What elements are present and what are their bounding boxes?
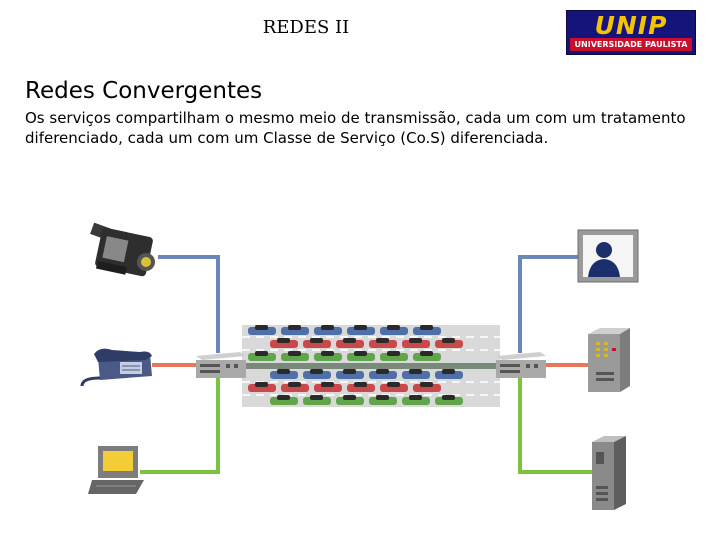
- car-blue: [369, 369, 397, 379]
- logo-subtitle: UNIVERSIDADE PAULISTA: [570, 38, 692, 51]
- slide-title: Redes Convergentes: [25, 78, 263, 104]
- car-red: [336, 338, 364, 348]
- car-red: [369, 338, 397, 348]
- router-icon: [196, 352, 246, 378]
- mainframe-icon: [592, 436, 626, 510]
- car-green: [270, 395, 298, 405]
- car-green: [314, 351, 342, 361]
- car-red: [248, 382, 276, 392]
- car-red: [281, 382, 309, 392]
- highway-median: [242, 363, 500, 369]
- car-red: [413, 382, 441, 392]
- car-red: [270, 338, 298, 348]
- unip-logo: UNIP UNIVERSIDADE PAULISTA: [566, 10, 696, 55]
- computer-terminal-icon: [88, 446, 144, 494]
- data-link-right: [518, 378, 592, 474]
- car-green: [303, 395, 331, 405]
- car-red: [380, 382, 408, 392]
- video-camera-icon: [90, 222, 155, 277]
- car-green: [369, 395, 397, 405]
- car-green: [435, 395, 463, 405]
- car-blue: [402, 369, 430, 379]
- car-blue: [380, 325, 408, 335]
- server-icon: [588, 328, 630, 392]
- slide-body: Os serviços compartilham o mesmo meio de…: [25, 109, 686, 147]
- data-link-left: [140, 378, 220, 474]
- car-green: [413, 351, 441, 361]
- car-red: [402, 338, 430, 348]
- car-red: [435, 338, 463, 348]
- network-links: [140, 255, 592, 474]
- car-blue: [281, 325, 309, 335]
- car-blue: [270, 369, 298, 379]
- car-green: [347, 351, 375, 361]
- car-blue: [314, 325, 342, 335]
- car-green: [380, 351, 408, 361]
- car-green: [281, 351, 309, 361]
- router-icon-right: [496, 352, 546, 378]
- logo-word: UNIP: [594, 11, 668, 40]
- telephone-icon: [80, 348, 152, 387]
- car-blue: [435, 369, 463, 379]
- car-blue: [303, 369, 331, 379]
- car-red: [314, 382, 342, 392]
- car-green: [248, 351, 276, 361]
- course-title: REDES II: [262, 17, 350, 38]
- video-link-left: [158, 255, 220, 353]
- car-green: [336, 395, 364, 405]
- car-blue: [248, 325, 276, 335]
- video-link-right: [518, 255, 578, 353]
- car-blue: [413, 325, 441, 335]
- car-blue: [347, 325, 375, 335]
- car-blue: [336, 369, 364, 379]
- car-red: [303, 338, 331, 348]
- car-green: [402, 395, 430, 405]
- shared-highway: [242, 325, 500, 407]
- video-monitor-icon: [577, 229, 639, 283]
- car-red: [347, 382, 375, 392]
